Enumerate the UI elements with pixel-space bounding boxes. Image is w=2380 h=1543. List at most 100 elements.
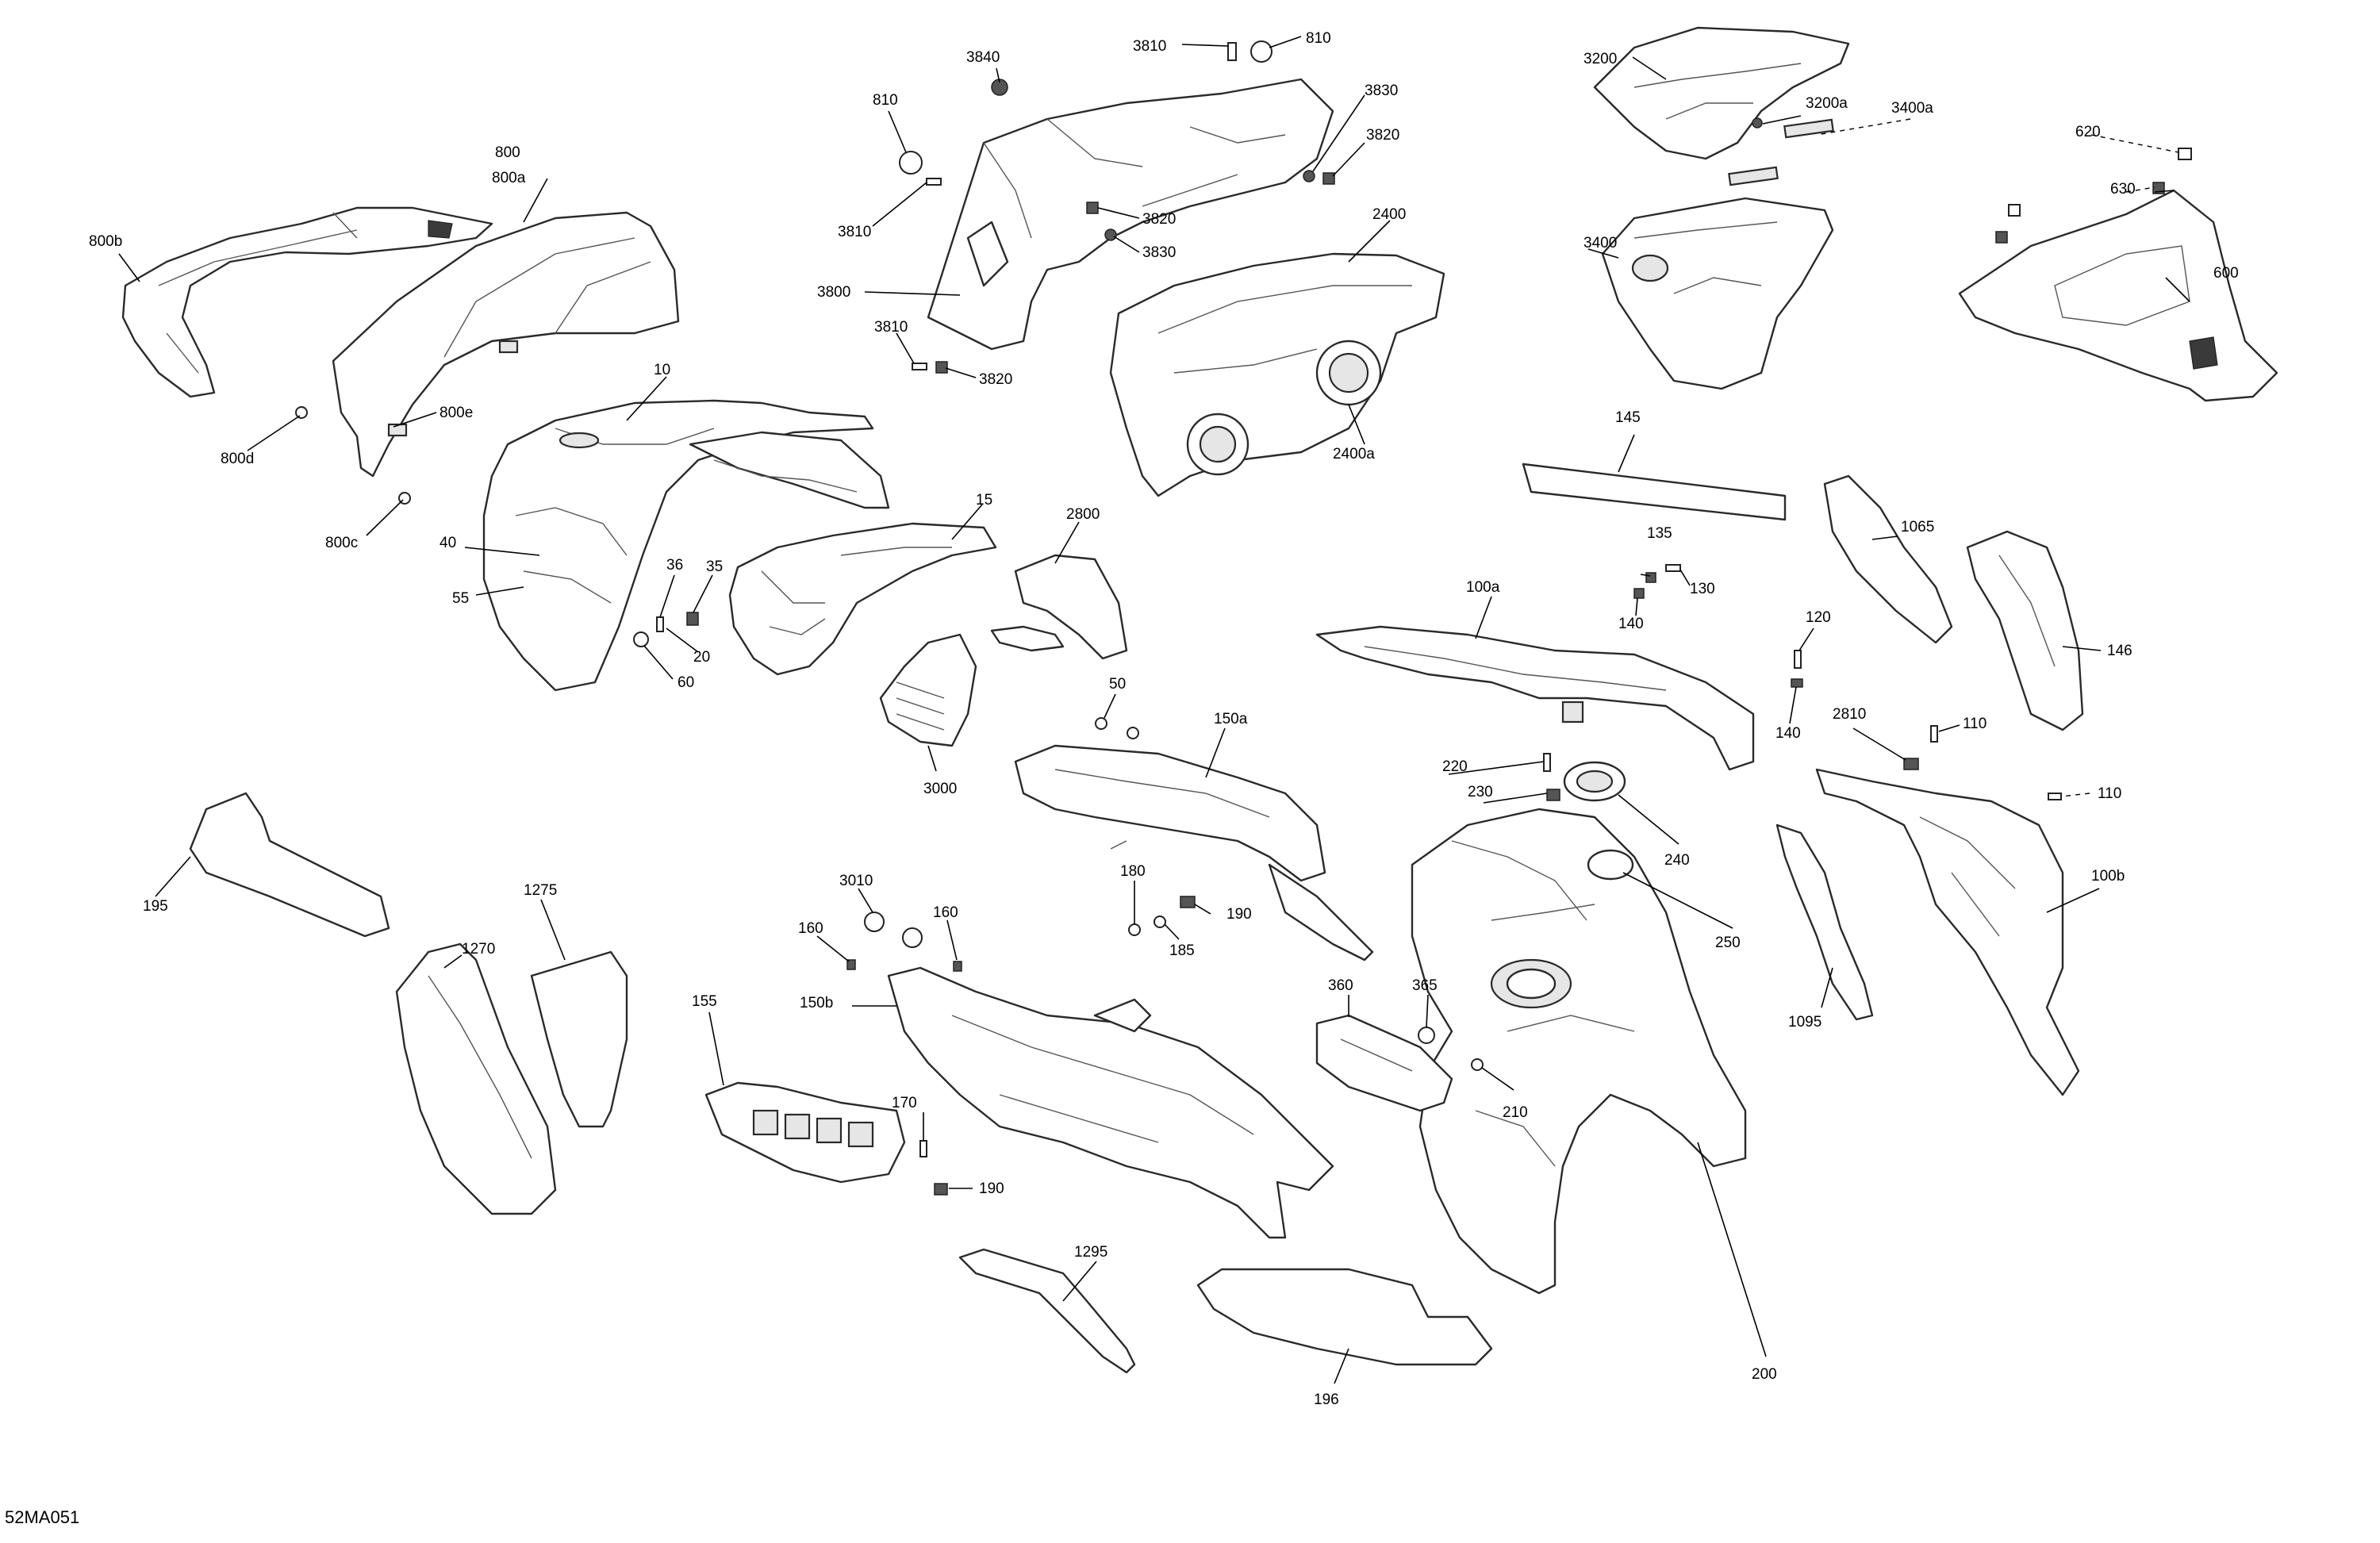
callout-100a: 100a: [1466, 579, 1500, 596]
callout-800c: 800c: [325, 535, 358, 551]
hardware-3010a: [864, 912, 885, 932]
part-240: [1563, 761, 1626, 802]
callout-3830: 3830: [1365, 83, 1398, 99]
part-2800: [990, 554, 1128, 660]
hardware-800d: [295, 406, 308, 419]
callout-160: 160: [798, 920, 823, 937]
hardware-3830a: [1303, 170, 1315, 182]
callout-190: 190: [979, 1180, 1004, 1197]
callout-110: 110: [1963, 716, 1987, 732]
callout-360: 360: [1328, 977, 1353, 994]
hardware-185: [1154, 915, 1166, 928]
callout-3830: 3830: [1142, 244, 1176, 261]
callout-35: 35: [706, 558, 723, 575]
part-800: [332, 211, 680, 478]
callout-620: 620: [2075, 124, 2101, 140]
callout-3400a: 3400a: [1891, 100, 1933, 117]
callout-1275: 1275: [524, 882, 557, 899]
part-250: [1587, 849, 1634, 881]
callout-600: 600: [2213, 265, 2239, 282]
callout-365: 365: [1412, 977, 1438, 994]
part-1270: [395, 942, 557, 1215]
callout-155: 155: [692, 993, 717, 1010]
callout-40: 40: [440, 535, 456, 551]
callout-110: 110: [2098, 785, 2121, 802]
callout-190: 190: [1226, 906, 1252, 923]
hardware-35: [686, 612, 699, 626]
hardware-120: [1794, 650, 1802, 669]
hardware-365: [1418, 1027, 1435, 1044]
hardware-210: [1471, 1058, 1484, 1071]
callout-195: 195: [143, 898, 168, 915]
callout-145: 145: [1615, 409, 1641, 426]
part-145: [1522, 463, 1787, 521]
callout-810: 810: [873, 92, 898, 109]
hardware-3820c: [935, 361, 948, 374]
callout-3820: 3820: [1142, 211, 1176, 228]
part-100a: [1315, 625, 1755, 771]
part-150a: [1014, 744, 1374, 961]
callout-50: 50: [1109, 676, 1126, 693]
callout-3820: 3820: [979, 371, 1012, 388]
part-195: [189, 792, 390, 938]
hardware-60: [633, 631, 649, 647]
part-100b: [1815, 768, 2080, 1096]
hardware-630c: [1995, 231, 2008, 244]
diagram-code: 52MA051: [5, 1507, 79, 1527]
hardware-36: [656, 616, 664, 632]
callout-2800: 2800: [1066, 506, 1100, 523]
part-1095: [1775, 823, 1874, 1021]
callout-800: 800: [495, 144, 520, 161]
callout-3400: 3400: [1583, 235, 1617, 251]
hardware-230: [1546, 789, 1560, 801]
hardware-3830b: [1104, 228, 1117, 241]
callout-240: 240: [1664, 852, 1690, 869]
hardware-810b: [899, 151, 923, 175]
callout-180: 180: [1120, 863, 1146, 880]
callout-3010: 3010: [839, 873, 873, 889]
callout-140: 140: [1775, 725, 1801, 742]
part-800b: [121, 206, 493, 398]
callout-3840: 3840: [966, 49, 1000, 66]
callout-1065: 1065: [1901, 519, 1934, 535]
callout-150b: 150b: [800, 995, 833, 1011]
hardware-3200a: [1752, 117, 1763, 129]
callout-2400a: 2400a: [1333, 446, 1375, 463]
callout-labels: 3810 810 3840 810 3830 3820 3810 3820 38…: [89, 30, 2239, 1408]
callout-3200a: 3200a: [1806, 95, 1848, 112]
hardware-50a: [1095, 717, 1107, 730]
callout-230: 230: [1468, 784, 1493, 800]
callout-3810: 3810: [1133, 38, 1166, 55]
callout-36: 36: [666, 557, 683, 574]
callout-810: 810: [1306, 30, 1331, 47]
hardware-140a: [1633, 588, 1645, 599]
callout-170: 170: [892, 1095, 917, 1111]
hardware-3810a: [1227, 42, 1237, 61]
callout-100b: 100b: [2091, 868, 2125, 885]
part-200: [1411, 808, 1747, 1295]
part-600: [1958, 189, 2278, 402]
callout-3200: 3200: [1583, 51, 1617, 67]
callout-140: 140: [1618, 616, 1644, 632]
part-360: [1315, 1014, 1453, 1112]
hardware-160b: [953, 961, 962, 972]
hardware-190a: [1180, 896, 1196, 908]
callout-15: 15: [976, 492, 992, 509]
part-3400: [1601, 118, 1834, 390]
hardware-2810: [1903, 758, 1919, 770]
hardware-620: [2178, 148, 2192, 160]
callout-146: 146: [2107, 643, 2132, 659]
callout-3800: 3800: [817, 284, 850, 301]
callout-800d: 800d: [221, 451, 254, 467]
callout-800b: 800b: [89, 233, 122, 250]
callout-20: 20: [693, 649, 710, 666]
callout-3820: 3820: [1366, 127, 1399, 144]
callout-2810: 2810: [1833, 706, 1866, 723]
part-146: [1966, 530, 2084, 731]
callout-800e: 800e: [440, 405, 473, 421]
callout-185: 185: [1169, 942, 1195, 959]
callout-160: 160: [933, 904, 958, 921]
callout-630: 630: [2110, 181, 2136, 198]
hardware-3810c: [912, 363, 927, 370]
